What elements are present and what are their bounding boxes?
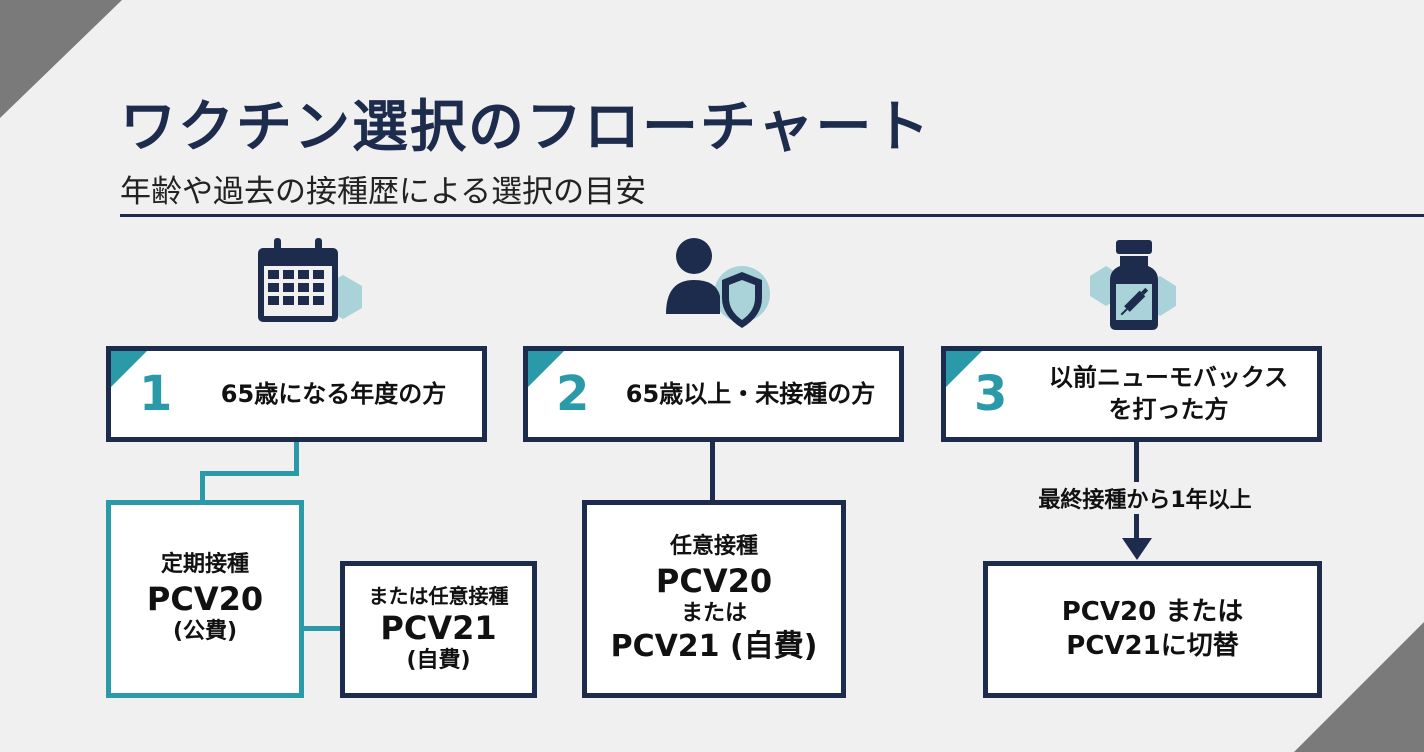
box-line: PCV20 または: [1061, 596, 1244, 627]
connector-line: [294, 442, 299, 474]
calendar-icon: [258, 238, 362, 322]
step-label: 以前ニューモバックス を打った方: [1032, 362, 1305, 427]
box-line: または任意接種: [368, 584, 509, 608]
box-line: または: [680, 601, 747, 627]
box-line: (公費): [172, 619, 238, 645]
accent-corner: [111, 351, 147, 387]
box-line: 任意接種: [669, 534, 758, 560]
corner-decoration-bottom-right: [1294, 622, 1424, 752]
step-2-header: 2 65歳以上・未接種の方: [523, 346, 904, 442]
step-number: 1: [139, 366, 173, 422]
connector-line: [710, 442, 715, 504]
box-line: 定期接種: [160, 552, 249, 578]
connector-line: [303, 626, 343, 631]
step-label-line: 以前ニューモバックス: [1048, 363, 1289, 392]
corner-decoration-top-left: [0, 0, 122, 118]
accent-corner: [946, 351, 982, 387]
vaccine-vial-syringe-icon: [1090, 240, 1176, 330]
regular-vaccination-box: 定期接種 PCV20 (公費): [106, 500, 304, 698]
step-3-header: 3 以前ニューモバックス を打った方: [941, 346, 1322, 442]
page-title: ワクチン選択のフローチャート: [120, 95, 932, 160]
arrow-condition-label: 最終接種から1年以上: [1000, 482, 1290, 514]
connector-line: [200, 471, 299, 476]
accent-corner: [528, 351, 564, 387]
optional-vaccination-box: 任意接種 PCV20 または PCV21 (自費): [582, 500, 846, 698]
optional-vaccination-box: または任意接種 PCV21 (自費): [340, 561, 537, 698]
step-number: 3: [974, 366, 1008, 422]
step-label: 65歳になる年度の方: [220, 379, 447, 408]
person-shield-icon: [666, 238, 770, 328]
box-line: PCV21 (自費): [610, 628, 818, 664]
step-number: 2: [556, 366, 590, 422]
box-line: (自費): [406, 648, 471, 674]
page-subtitle: 年齢や過去の接種歴による選択の目安: [120, 174, 647, 210]
arrow-head-icon: [1122, 538, 1152, 560]
box-line: PCV21に切替: [1066, 630, 1239, 661]
switch-vaccine-box: PCV20 または PCV21に切替: [983, 561, 1322, 698]
box-line: PCV21: [380, 609, 497, 647]
title-divider: [120, 214, 1424, 217]
box-line: PCV20: [146, 579, 264, 618]
box-line: PCV20: [655, 561, 773, 600]
connector-line: [200, 471, 205, 505]
step-label: 65歳以上・未接種の方: [625, 379, 876, 408]
step-label-line: を打った方: [1108, 396, 1229, 424]
step-1-header: 1 65歳になる年度の方: [106, 346, 487, 442]
